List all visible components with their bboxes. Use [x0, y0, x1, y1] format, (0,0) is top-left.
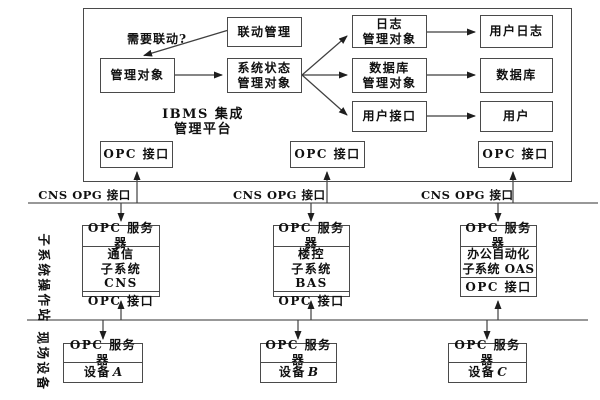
subsystem-opc-server-row: OPC 服务器	[83, 221, 159, 250]
log-management-object-box: 日志 管理对象	[352, 15, 427, 48]
device-box-c: OPC 服务器 设备 C	[448, 338, 527, 383]
device-id: A	[112, 365, 123, 380]
subsystem-box-cns: OPC 服务器 通信 子系统 CNS OPC 接口	[82, 221, 160, 308]
platform-opc-interface-box-1: OPC 接口	[100, 141, 173, 168]
platform-title-line2: 管理平台	[173, 122, 232, 138]
user-box: 用户	[480, 101, 553, 132]
user-log-box: 用户日志	[480, 15, 553, 48]
system-status-line1: 系统状态	[237, 60, 292, 75]
arrow-status-to-userif	[301, 74, 348, 116]
opc-interface-label: OPC 接口	[278, 293, 345, 308]
cns-opg-interface-label-3: CNS OPG 接口	[421, 188, 514, 202]
opc-server-label: OPC 服务器	[454, 338, 521, 367]
opc-server-label: OPC 服务器	[265, 338, 332, 367]
subsystem-cns-line1: 通信	[107, 247, 135, 261]
device-opc-server-row: OPC 服务器	[261, 338, 336, 367]
device-layer-side-label: 现场设备	[35, 331, 51, 392]
subsystem-oas-line2: 子系统 OAS	[462, 262, 535, 276]
user-interface-label: 用户接口	[362, 109, 417, 124]
subsystem-name-row: 办公自动化 子系统 OAS	[461, 246, 536, 277]
subsystem-bas-line1: 楼控	[297, 247, 325, 261]
device-id: B	[307, 365, 319, 380]
user-log-label: 用户日志	[489, 24, 544, 39]
user-label: 用户	[502, 109, 530, 124]
opc-interface-label: OPC 接口	[465, 279, 532, 294]
subsystem-oas-line1: 办公自动化	[467, 247, 530, 262]
subsystem-opc-interface-row: OPC 接口	[461, 277, 536, 296]
device-name-row: 设备 A	[64, 362, 142, 382]
device-name: 设备	[83, 365, 111, 380]
log-manager-line1: 日志	[375, 16, 403, 31]
arrows	[99, 28, 517, 340]
subsystem-opc-interface-row: OPC 接口	[274, 290, 349, 310]
opc-interface-label: OPC 接口	[103, 147, 170, 162]
subsystem-opc-interface-row: OPC 接口	[83, 290, 159, 310]
platform-title-line1: IBMS 集成	[162, 107, 244, 122]
device-box-b: OPC 服务器 设备 B	[260, 338, 337, 383]
need-linkage-label: 需要联动?	[126, 32, 188, 46]
device-name-row: 设备 C	[449, 362, 526, 382]
subsystem-bas-line2: 子系统 BAS	[291, 261, 332, 291]
platform-opc-interface-box-2: OPC 接口	[290, 141, 365, 168]
subsystem-name-row: 通信 子系统 CNS	[83, 246, 159, 291]
subsystem-opc-server-row: OPC 服务器	[461, 221, 536, 250]
device-name-row: 设备 B	[261, 362, 336, 382]
database-box: 数据库	[480, 58, 553, 93]
system-status-line2: 管理对象	[237, 75, 292, 90]
device-id: C	[497, 365, 507, 380]
opc-server-label: OPC 服务器	[69, 338, 137, 367]
opc-interface-label: OPC 接口	[482, 147, 549, 162]
subsystem-name-row: 楼控 子系统 BAS	[274, 246, 349, 291]
subsystem-layer-side-label: 子系统操作站	[36, 233, 52, 324]
linkage-management-box: 联动管理	[227, 17, 302, 47]
device-box-a: OPC 服务器 设备 A	[63, 338, 143, 383]
database-label: 数据库	[496, 68, 537, 83]
device-opc-server-row: OPC 服务器	[449, 338, 526, 367]
device-name: 设备	[468, 365, 496, 380]
arrow-status-to-log	[301, 35, 348, 76]
platform-title: IBMS 集成 管理平台	[153, 107, 253, 138]
subsystem-box-bas: OPC 服务器 楼控 子系统 BAS OPC 接口	[273, 221, 350, 308]
subsystem-opc-server-row: OPC 服务器	[274, 221, 349, 250]
device-name: 设备	[278, 365, 306, 380]
log-manager-line2: 管理对象	[362, 31, 417, 46]
cns-opg-interface-label-2: CNS OPG 接口	[233, 188, 326, 202]
linkage-management-label: 联动管理	[237, 24, 292, 39]
system-status-object-box: 系统状态 管理对象	[227, 58, 302, 93]
platform-opc-interface-box-3: OPC 接口	[478, 141, 553, 168]
managed-object-box: 管理对象	[100, 58, 175, 93]
arrow-linkage-to-managed	[143, 29, 228, 57]
user-interface-box: 用户接口	[352, 101, 427, 132]
db-manager-line2: 管理对象	[362, 75, 417, 90]
db-management-object-box: 数据库 管理对象	[352, 58, 427, 93]
db-manager-line1: 数据库	[369, 60, 410, 75]
cns-opg-interface-label-1: CNS OPG 接口	[38, 188, 131, 202]
opc-interface-label: OPC 接口	[294, 147, 361, 162]
subsystem-cns-line2: 子系统 CNS	[100, 261, 142, 291]
managed-object-label: 管理对象	[110, 68, 165, 83]
opc-interface-label: OPC 接口	[87, 293, 155, 308]
device-opc-server-row: OPC 服务器	[64, 338, 142, 367]
ibms-platform-frame	[83, 8, 572, 182]
subsystem-box-oas: OPC 服务器 办公自动化 子系统 OAS OPC 接口	[460, 221, 537, 297]
